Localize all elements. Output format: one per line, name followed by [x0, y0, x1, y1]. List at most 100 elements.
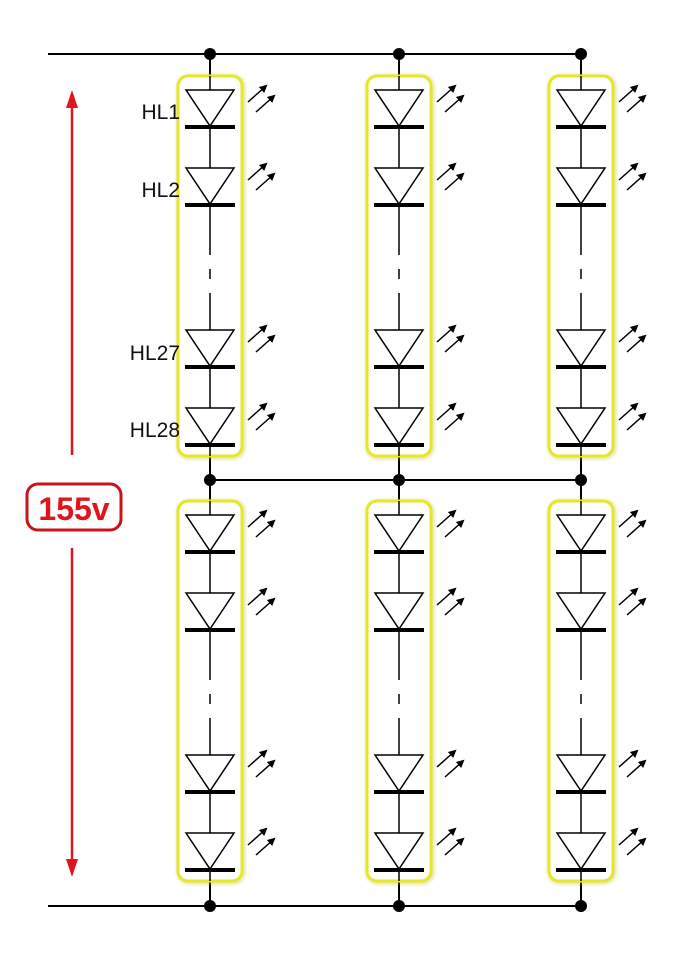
led-symbol — [184, 324, 276, 369]
light-emission-arrow-icon — [247, 749, 268, 768]
junction-dot — [204, 48, 216, 60]
diode-triangle — [373, 89, 425, 128]
diode-triangle — [184, 407, 236, 446]
diode-triangle — [184, 832, 236, 871]
light-emission-arrow-icon — [618, 324, 639, 343]
led-symbol — [555, 162, 647, 207]
arrow-down-icon — [66, 859, 78, 877]
diode-triangle — [184, 514, 236, 553]
led-symbol — [184, 827, 276, 872]
led-symbol — [555, 84, 647, 129]
junction-dot — [393, 48, 405, 60]
led-label-hl28: HL28 — [130, 419, 180, 442]
light-emission-arrow-icon — [618, 402, 639, 421]
light-emission-arrow-icon — [444, 519, 465, 538]
led-symbol — [555, 749, 647, 794]
led-symbol — [184, 162, 276, 207]
led-string — [365, 499, 465, 885]
led-symbol — [373, 509, 465, 554]
light-emission-arrow-icon — [444, 597, 465, 616]
led-symbol — [373, 162, 465, 207]
light-emission-arrow-icon — [247, 84, 268, 103]
led-symbol — [555, 587, 647, 632]
led-symbol — [184, 84, 276, 129]
light-emission-arrow-icon — [618, 827, 639, 846]
diode-triangle — [555, 89, 607, 128]
led-symbol — [373, 749, 465, 794]
light-emission-arrow-icon — [247, 402, 268, 421]
diode-triangle — [555, 832, 607, 871]
light-emission-arrow-icon — [444, 334, 465, 353]
led-symbol — [184, 749, 276, 794]
light-emission-arrow-icon — [255, 759, 276, 778]
led-symbol — [184, 587, 276, 632]
arrow-up-icon — [66, 90, 78, 108]
diode-triangle — [555, 407, 607, 446]
led-symbol — [555, 509, 647, 554]
led-symbol — [373, 402, 465, 447]
led-symbol — [373, 324, 465, 369]
light-emission-arrow-icon — [618, 162, 639, 181]
voltage-label: 155v — [38, 491, 109, 527]
light-emission-arrow-icon — [444, 759, 465, 778]
diode-triangle — [184, 89, 236, 128]
voltage-label-box — [25, 482, 123, 532]
light-emission-arrow-icon — [626, 412, 647, 431]
light-emission-arrow-icon — [626, 172, 647, 191]
light-emission-arrow-icon — [436, 587, 457, 606]
diode-triangle — [555, 167, 607, 206]
led-label-hl2: HL2 — [141, 179, 180, 202]
junction-dot — [393, 474, 405, 486]
diode-triangle — [373, 592, 425, 631]
light-emission-arrow-icon — [444, 94, 465, 113]
light-emission-arrow-icon — [436, 324, 457, 343]
light-emission-arrow-icon — [255, 412, 276, 431]
light-emission-arrow-icon — [626, 597, 647, 616]
junction-dot — [204, 900, 216, 912]
light-emission-arrow-icon — [626, 334, 647, 353]
light-emission-arrow-icon — [247, 587, 268, 606]
diode-triangle — [555, 754, 607, 793]
led-labels: HL1 HL2 HL27 HL28 — [130, 101, 180, 442]
diode-triangle — [184, 167, 236, 206]
diode-triangle — [184, 329, 236, 368]
light-emission-arrow-icon — [255, 94, 276, 113]
led-string — [547, 74, 647, 460]
diode-triangle — [373, 407, 425, 446]
wires — [48, 48, 587, 912]
light-emission-arrow-icon — [436, 509, 457, 528]
light-emission-arrow-icon — [618, 749, 639, 768]
light-emission-arrow-icon — [436, 402, 457, 421]
light-emission-arrow-icon — [618, 587, 639, 606]
light-emission-arrow-icon — [444, 412, 465, 431]
junction-dot — [393, 900, 405, 912]
diode-triangle — [373, 167, 425, 206]
led-symbol — [184, 402, 276, 447]
diode-triangle — [555, 514, 607, 553]
diode-triangle — [184, 592, 236, 631]
diode-triangle — [373, 832, 425, 871]
light-emission-arrow-icon — [436, 827, 457, 846]
diode-triangle — [373, 329, 425, 368]
light-emission-arrow-icon — [626, 759, 647, 778]
light-emission-arrow-icon — [247, 162, 268, 181]
light-emission-arrow-icon — [436, 162, 457, 181]
led-string — [365, 74, 465, 460]
light-emission-arrow-icon — [626, 94, 647, 113]
diode-triangle — [373, 514, 425, 553]
light-emission-arrow-icon — [255, 172, 276, 191]
light-emission-arrow-icon — [618, 509, 639, 528]
led-label-hl1: HL1 — [141, 101, 180, 124]
light-emission-arrow-icon — [255, 597, 276, 616]
light-emission-arrow-icon — [255, 837, 276, 856]
light-emission-arrow-icon — [255, 519, 276, 538]
light-emission-arrow-icon — [618, 84, 639, 103]
light-emission-arrow-icon — [255, 334, 276, 353]
light-emission-arrow-icon — [247, 324, 268, 343]
led-string — [176, 74, 276, 460]
diode-triangle — [555, 592, 607, 631]
diode-triangle — [555, 329, 607, 368]
led-symbol — [555, 827, 647, 872]
